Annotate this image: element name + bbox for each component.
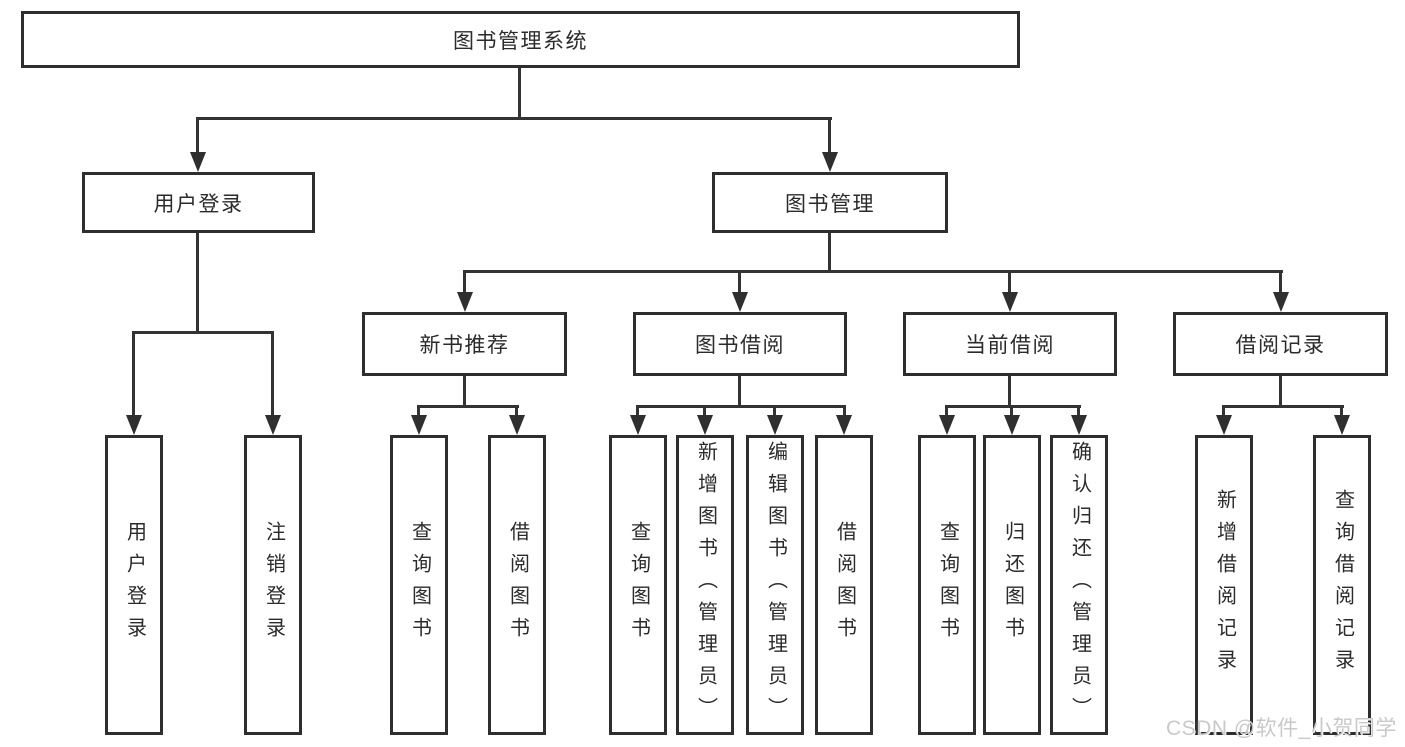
leaf-label: 注销登录 xyxy=(262,521,285,649)
leaf-query-books-rec: 查询图书 xyxy=(390,435,448,735)
node-book-borrow: 图书借阅 xyxy=(633,312,847,376)
leaf-label: 确认归还（管理员） xyxy=(1068,441,1091,729)
connector-book-mgmt-stem xyxy=(828,233,831,272)
connector-drop-book-mgmt xyxy=(828,117,831,167)
connector-drop-leaf xyxy=(945,405,948,421)
arrowhead-down-icon xyxy=(457,292,473,312)
leaf-borrow-books-rec: 借阅图书 xyxy=(488,435,546,735)
leaf-label: 查询图书 xyxy=(408,521,431,649)
arrowhead-down-icon xyxy=(767,415,783,435)
leaf-label: 新增借阅记录 xyxy=(1213,489,1236,681)
arrowhead-down-icon xyxy=(1273,292,1289,312)
connector-record-stem xyxy=(1279,376,1282,408)
leaf-label: 查询借阅记录 xyxy=(1331,489,1354,681)
leaf-query-books: 查询图书 xyxy=(609,435,667,735)
connector-drop-user-login xyxy=(196,117,199,167)
connector-borrow-bus xyxy=(636,405,846,408)
connector-current-bus xyxy=(945,405,1081,408)
arrowhead-down-icon xyxy=(732,292,748,312)
arrowhead-down-icon xyxy=(1004,415,1020,435)
connector-user-login-bus xyxy=(132,331,274,334)
leaf-label: 借阅图书 xyxy=(833,521,856,649)
connector-current-stem xyxy=(1008,376,1011,408)
leaf-borrow-books: 借阅图书 xyxy=(815,435,873,735)
connector-borrow-stem xyxy=(738,376,741,408)
arrowhead-down-icon xyxy=(1071,415,1087,435)
connector-record-bus xyxy=(1222,405,1344,408)
arrowhead-down-icon xyxy=(411,415,427,435)
connector-drop-leaf xyxy=(773,405,776,421)
arrowhead-down-icon xyxy=(1334,415,1350,435)
leaf-label: 查询图书 xyxy=(936,521,959,649)
connector-root-bus xyxy=(196,117,832,120)
leaf-user-login: 用户登录 xyxy=(105,435,163,735)
leaf-add-borrow-record: 新增借阅记录 xyxy=(1195,435,1253,735)
connector-drop-borrow xyxy=(738,270,741,298)
connector-new-rec-stem xyxy=(463,376,466,408)
connector-drop-leaf xyxy=(417,405,420,421)
leaf-label: 借阅图书 xyxy=(506,521,529,649)
connector-drop-leaf xyxy=(703,405,706,421)
connector-user-login-stem xyxy=(196,233,199,334)
node-borrow-record: 借阅记录 xyxy=(1173,312,1388,376)
connector-drop-leaf xyxy=(636,405,639,421)
arrowhead-down-icon xyxy=(1216,415,1232,435)
leaf-query-books-current: 查询图书 xyxy=(918,435,976,735)
leaf-label: 查询图书 xyxy=(627,521,650,649)
connector-drop-leaf xyxy=(132,331,135,421)
leaf-logout: 注销登录 xyxy=(244,435,302,735)
arrowhead-down-icon xyxy=(126,415,142,435)
connector-drop-record xyxy=(1279,270,1282,298)
node-book-management: 图书管理 xyxy=(712,172,948,233)
leaf-return-books: 归还图书 xyxy=(983,435,1041,735)
leaf-confirm-return-admin: 确认归还（管理员） xyxy=(1050,435,1108,735)
connector-drop-leaf xyxy=(271,331,274,421)
connector-new-rec-bus xyxy=(417,405,519,408)
leaf-label: 新增图书（管理员） xyxy=(694,441,717,729)
arrowhead-down-icon xyxy=(509,415,525,435)
connector-drop-new-rec xyxy=(463,270,466,298)
node-user-login: 用户登录 xyxy=(82,172,315,233)
arrowhead-down-icon xyxy=(939,415,955,435)
node-system-root: 图书管理系统 xyxy=(21,11,1020,68)
node-new-book-recommend: 新书推荐 xyxy=(362,312,567,376)
connector-drop-leaf xyxy=(1340,405,1343,421)
arrowhead-down-icon xyxy=(1002,292,1018,312)
leaf-label: 编辑图书（管理员） xyxy=(764,441,787,729)
leaf-label: 用户登录 xyxy=(123,521,146,649)
node-current-borrow: 当前借阅 xyxy=(903,312,1117,376)
arrowhead-down-icon xyxy=(697,415,713,435)
leaf-edit-books-admin: 编辑图书（管理员） xyxy=(746,435,804,735)
connector-drop-leaf xyxy=(1077,405,1080,421)
connector-drop-leaf xyxy=(515,405,518,421)
arrowhead-down-icon xyxy=(836,415,852,435)
arrowhead-down-icon xyxy=(630,415,646,435)
connector-drop-leaf xyxy=(1010,405,1013,421)
arrowhead-down-icon xyxy=(822,152,838,172)
connector-drop-leaf xyxy=(1222,405,1225,421)
leaf-query-borrow-record: 查询借阅记录 xyxy=(1313,435,1371,735)
connector-drop-current xyxy=(1008,270,1011,298)
connector-drop-leaf xyxy=(843,405,846,421)
leaf-add-books-admin: 新增图书（管理员） xyxy=(676,435,734,735)
arrowhead-down-icon xyxy=(265,415,281,435)
connector-root-stem xyxy=(518,68,521,118)
arrowhead-down-icon xyxy=(190,152,206,172)
csdn-watermark: CSDN @软件_小贺同学 xyxy=(1166,717,1397,740)
leaf-label: 归还图书 xyxy=(1001,521,1024,649)
connector-book-mgmt-bus xyxy=(463,270,1283,273)
